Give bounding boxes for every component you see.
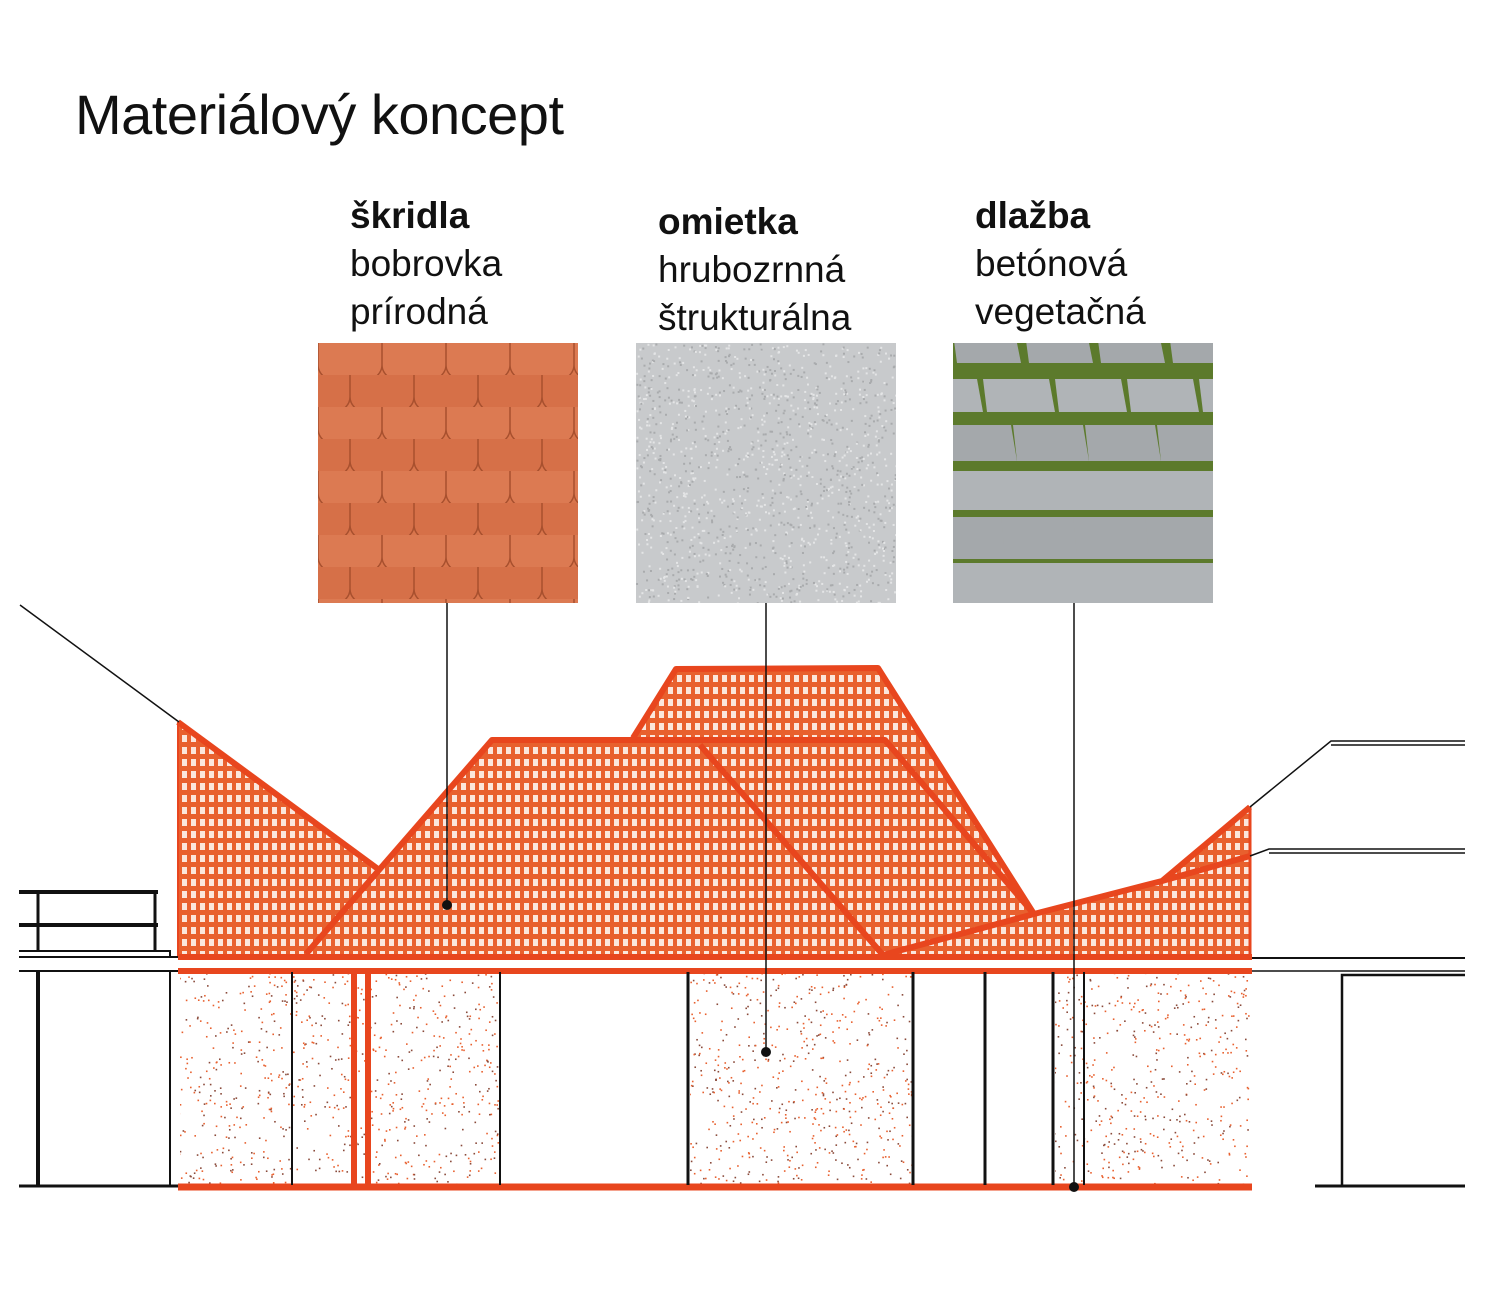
material-desc: štrukturálna [658,297,852,338]
material-desc: bobrovka [350,243,503,284]
material-desc: prírodná [350,291,488,332]
plaster-stipple [180,972,1250,1184]
material-desc: betónová [975,243,1128,284]
paving-swatch [953,343,1213,603]
material-name: dlažba [975,195,1091,236]
material-label-omietka: omietka hrubozrnná štrukturálna [658,198,851,342]
material-desc: vegetačná [975,291,1146,332]
page-title: Materiálový koncept [75,83,564,146]
roof-tile-hatch [178,668,1250,957]
plaster-swatch [636,343,896,603]
building-linework [19,604,1465,1188]
leader-dot-icon [1069,1182,1079,1192]
material-desc: hrubozrnná [658,249,846,290]
material-name: omietka [658,201,798,242]
material-name: škridla [350,195,470,236]
leader-dot-icon [761,1047,771,1057]
leader-dot-icon [442,900,452,910]
leader-lines [446,603,1075,1187]
material-label-dlazba: dlažba betónová vegetačná [975,192,1146,336]
material-label-skridla: škridla bobrovka prírodná [350,192,502,336]
roof-tile-swatch [318,343,578,603]
